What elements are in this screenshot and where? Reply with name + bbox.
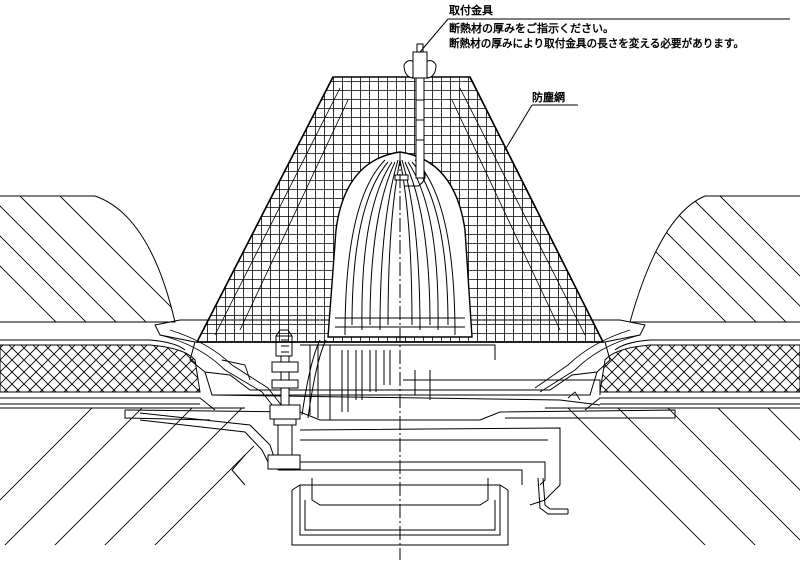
right-concrete-base — [545, 407, 800, 545]
fitting-note-line-1: 断熱材の厚みをご指示ください。 — [449, 22, 614, 35]
outlet-pipe — [277, 462, 569, 546]
right-protective-slab — [629, 195, 800, 323]
flashing-lines — [159, 329, 641, 416]
waterproof-membrane — [0, 339, 800, 411]
fitting-note-line-2: 断熱材の厚みにより取付金具の長さを変える必要があります。 — [449, 38, 745, 50]
grate-ribs — [300, 339, 601, 420]
leader-lines — [419, 18, 790, 151]
anchor-bolt — [267, 329, 301, 470]
fitting-title-label: 取付金具 — [449, 4, 493, 17]
left-insulation-layer — [0, 344, 201, 393]
mounting-fitting — [403, 43, 437, 187]
left-protective-slab — [0, 195, 176, 323]
right-insulation-layer — [599, 344, 800, 393]
dust-screen-label: 防塵網 — [532, 91, 565, 104]
left-concrete-base — [0, 407, 260, 545]
